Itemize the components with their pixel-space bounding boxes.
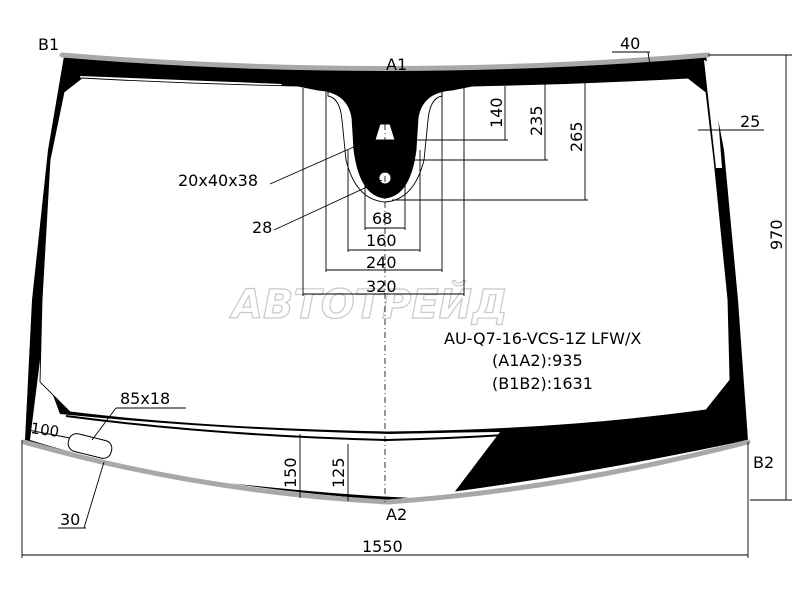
point-a2-label: A2 <box>386 505 407 524</box>
vin-edge-label: 30 <box>60 510 80 529</box>
leader-vin-edge <box>83 461 105 529</box>
bottom-edge <box>21 439 751 505</box>
measure-a1a2: (A1A2):935 <box>492 351 583 370</box>
watermark: АВТОТРЕЙД <box>229 280 508 328</box>
vin-offset-label: 100 <box>29 419 60 441</box>
dim-970-label: 970 <box>767 219 786 250</box>
dim-240-label: 240 <box>366 253 397 272</box>
dim-265-label: 265 <box>567 121 586 152</box>
vin-window <box>67 433 113 459</box>
part-code: AU-Q7-16-VCS-1Z LFW/X <box>444 329 641 348</box>
sensor-circle-label: 28 <box>252 218 272 237</box>
frit-cutout-bottom-left <box>30 360 500 499</box>
leader-sensor-size <box>269 137 375 185</box>
leader-sensor-circle <box>273 179 383 231</box>
dim-150-label: 150 <box>281 457 300 488</box>
dim-320-label: 320 <box>366 277 397 296</box>
viewing-area-outline <box>39 77 731 433</box>
dim-235-label: 235 <box>527 105 546 136</box>
dim-68-label: 68 <box>372 209 392 228</box>
measure-b1b2: (B1B2):1631 <box>492 374 593 393</box>
dim-1550-label: 1550 <box>362 537 403 556</box>
leader-vin-window <box>91 407 117 441</box>
dim-40-line <box>647 51 653 79</box>
dim-125-label: 125 <box>329 457 348 488</box>
frit-cutout-right-top <box>704 60 722 168</box>
camera-window-outline <box>361 119 409 191</box>
point-a1-label: A1 <box>386 55 407 74</box>
top-edge <box>59 52 711 71</box>
sensor-size-label: 20x40x38 <box>178 171 258 190</box>
vin-window-label: 85x18 <box>120 389 170 408</box>
dim-140-label: 140 <box>487 97 506 128</box>
leader-vin-offset <box>27 429 71 439</box>
bottom-frit-line <box>65 413 713 442</box>
point-b1-label: B1 <box>38 35 59 54</box>
dim-40-label: 40 <box>620 34 640 53</box>
dim-160-label: 160 <box>366 231 397 250</box>
point-b2-label: B2 <box>753 453 774 472</box>
dim-25-label: 25 <box>740 112 760 131</box>
